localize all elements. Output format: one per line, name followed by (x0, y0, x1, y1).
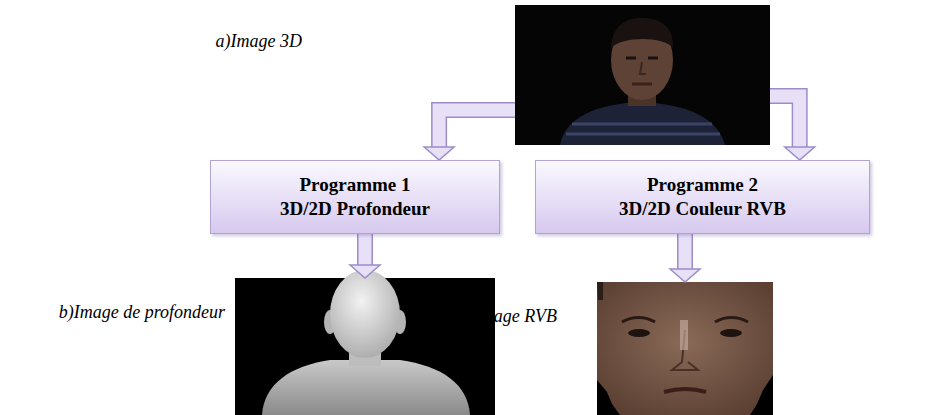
rgb-image-node: c) Image RVB (597, 282, 773, 415)
arrow-outline (770, 96, 800, 147)
arrow-body (679, 234, 692, 269)
arrow-outline (439, 110, 515, 147)
arrow-head (350, 265, 380, 278)
photo-3d (515, 5, 770, 145)
image-caption: b)Image de profondeur (59, 302, 225, 324)
arrow-head (424, 147, 454, 160)
program-title: Programme 1 (300, 173, 411, 197)
rgb-face-image (597, 282, 773, 415)
process-box: Programme 13D/2D Profondeur (210, 160, 500, 234)
arrow-body (770, 96, 800, 147)
arrow-body (439, 110, 515, 147)
arrow-outline (357, 234, 373, 265)
arrow-outline (677, 234, 693, 269)
block-arrow (424, 110, 515, 160)
image-3d-node: a)Image 3D (515, 5, 770, 145)
program-subtitle: 3D/2D Couleur RVB (619, 197, 786, 221)
block-arrow (350, 234, 380, 278)
process-box: Programme 23D/2D Couleur RVB (535, 160, 870, 234)
block-arrow (670, 234, 700, 282)
depth-image-node: b)Image de profondeur (235, 278, 495, 415)
image-caption: c) Image RVB (456, 306, 557, 328)
block-arrow (770, 96, 815, 160)
program-title: Programme 2 (647, 173, 758, 197)
arrow-head (670, 269, 700, 282)
arrow-body (359, 234, 372, 265)
arrow-head (785, 147, 815, 160)
image-caption: a)Image 3D (216, 31, 302, 53)
depth-image (235, 270, 495, 415)
program-subtitle: 3D/2D Profondeur (280, 197, 430, 221)
